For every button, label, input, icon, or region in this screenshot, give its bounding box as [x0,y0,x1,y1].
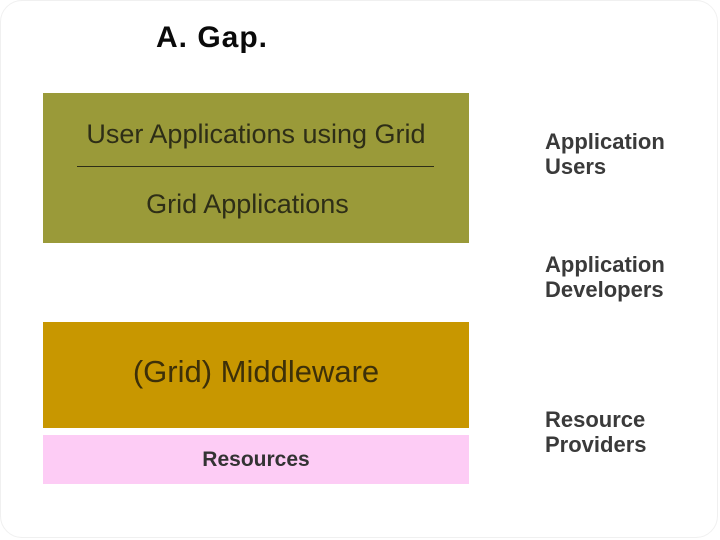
slide-title: A. Gap. [156,21,269,54]
resources-box: Resources [43,435,469,484]
application-developers-label: Application Developers [545,252,665,302]
separator-line [77,166,434,167]
user-applications-label: User Applications using Grid [86,119,426,149]
user-applications-box: User Applications using Grid Grid Applic… [43,93,469,243]
grid-applications-label: Grid Applications [146,189,349,219]
application-users-label: Application Users [545,129,665,179]
resource-providers-label: Resource Providers [545,407,647,457]
middleware-label: (Grid) Middleware [132,354,380,389]
middleware-box: (Grid) Middleware [43,322,469,428]
resources-label: Resources [202,448,310,471]
